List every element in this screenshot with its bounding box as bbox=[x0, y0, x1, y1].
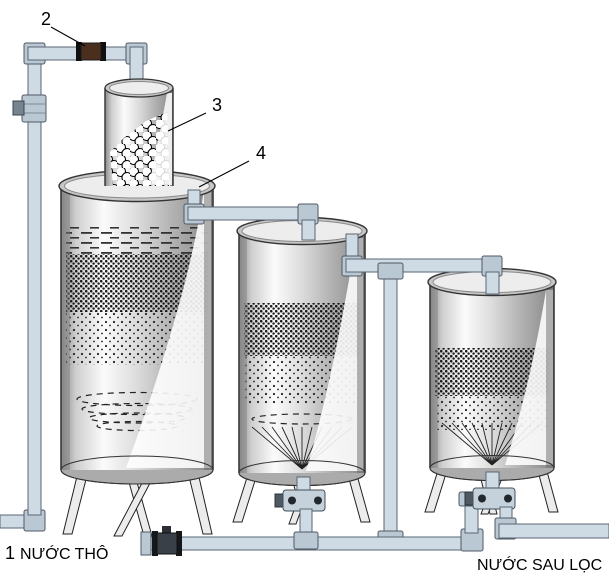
tank3-shade-left bbox=[430, 282, 438, 468]
tank3-inlet-stub bbox=[485, 271, 500, 295]
tank2-highlight bbox=[306, 238, 363, 471]
drain-valve-flange-left bbox=[152, 531, 158, 556]
bottom-drain-pipe bbox=[140, 491, 484, 556]
outlet-pipe bbox=[494, 506, 609, 540]
transfer-pipe-run bbox=[187, 206, 315, 221]
pipe-union-fitting bbox=[21, 94, 47, 123]
tank3-drain-valve bbox=[464, 471, 516, 510]
valve-body bbox=[80, 42, 102, 61]
filter-tank-1 bbox=[58, 169, 216, 537]
filtered-water-label: NƯỚC SAU LỌC bbox=[477, 555, 602, 574]
tank2-drain-valve bbox=[274, 476, 326, 550]
riser-pipe-left bbox=[27, 56, 42, 516]
callout-3-number: 3 bbox=[212, 95, 222, 115]
drain-end-cap bbox=[140, 531, 152, 556]
aerator-outline bbox=[104, 88, 174, 186]
tank1-outline bbox=[60, 186, 214, 470]
callout-1-number: 1 bbox=[5, 543, 15, 563]
tank1-bottom-rim bbox=[60, 455, 214, 485]
tank2-shade-right bbox=[357, 231, 365, 473]
inlet-valve bbox=[76, 42, 106, 61]
outlet-run bbox=[498, 523, 609, 539]
drain-valve-body bbox=[156, 532, 178, 555]
transfer-pipe-run bbox=[345, 258, 499, 273]
aerator-highlight bbox=[149, 93, 172, 185]
union-side-tap bbox=[12, 100, 25, 116]
tank2-shade-left bbox=[239, 231, 247, 473]
tee-fitting bbox=[293, 531, 319, 550]
tank2-inlet-stub bbox=[301, 219, 316, 241]
valve-bolt bbox=[478, 494, 486, 503]
valve-body bbox=[472, 487, 516, 510]
tank3-shade-right bbox=[546, 282, 554, 468]
tee-fitting-top bbox=[377, 262, 404, 280]
callout-2-line bbox=[50, 26, 86, 47]
backwash-riser-pipe bbox=[377, 262, 404, 550]
valve-flange-right bbox=[100, 42, 106, 61]
tank3-highlight bbox=[505, 290, 553, 465]
callout-3-line bbox=[167, 112, 207, 132]
callout-2: 2 bbox=[41, 9, 86, 47]
transfer-pipe-tank1-tank2 bbox=[183, 189, 319, 241]
raw-water-label: NƯỚC THÔ bbox=[20, 544, 108, 563]
riser-run bbox=[383, 269, 398, 541]
aerator-top-face bbox=[109, 81, 169, 95]
tank1-media-ripples bbox=[66, 227, 208, 254]
raw-water-inlet-pipe bbox=[0, 42, 148, 532]
union-detail-lines bbox=[22, 103, 46, 114]
callout-1: 1 bbox=[5, 543, 15, 563]
callout-4-line bbox=[198, 160, 250, 188]
callout-4: 4 bbox=[198, 143, 266, 188]
tank1-shade-right bbox=[204, 186, 213, 470]
tank1-highlight bbox=[126, 190, 211, 468]
valve-bolt bbox=[504, 494, 512, 503]
drain-valve-stem bbox=[162, 526, 171, 534]
callout-4-number: 4 bbox=[256, 143, 266, 163]
valve-bolt bbox=[314, 496, 322, 505]
aerator-cylinder bbox=[104, 78, 174, 186]
tank3-outline bbox=[429, 282, 555, 468]
valve-flange-left bbox=[76, 42, 82, 61]
drain-valve-flange-right bbox=[176, 531, 182, 556]
tank3-drain-stub bbox=[485, 471, 500, 491]
tank1-shade-left bbox=[61, 186, 70, 470]
valve-bolt bbox=[288, 496, 296, 505]
callout-3: 3 bbox=[167, 95, 222, 132]
callout-2-number: 2 bbox=[41, 9, 51, 29]
